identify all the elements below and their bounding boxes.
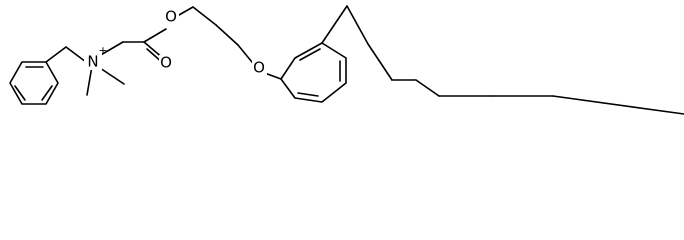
chemical-structure-diagram: N + O O O (9, 5, 684, 115)
benzyl-ring (9, 61, 59, 105)
phenyl-ring (280, 42, 347, 103)
nitrogen-atom-label: N (87, 53, 98, 71)
positive-charge-label: + (98, 44, 107, 57)
ester-oxygen-label: O (165, 8, 177, 26)
carbonyl-oxygen-label: O (160, 54, 172, 72)
ether-oxygen-label: O (253, 59, 265, 77)
ammonium-substituent-bonds (45, 41, 125, 96)
octyl-chain-bonds (321, 5, 684, 115)
